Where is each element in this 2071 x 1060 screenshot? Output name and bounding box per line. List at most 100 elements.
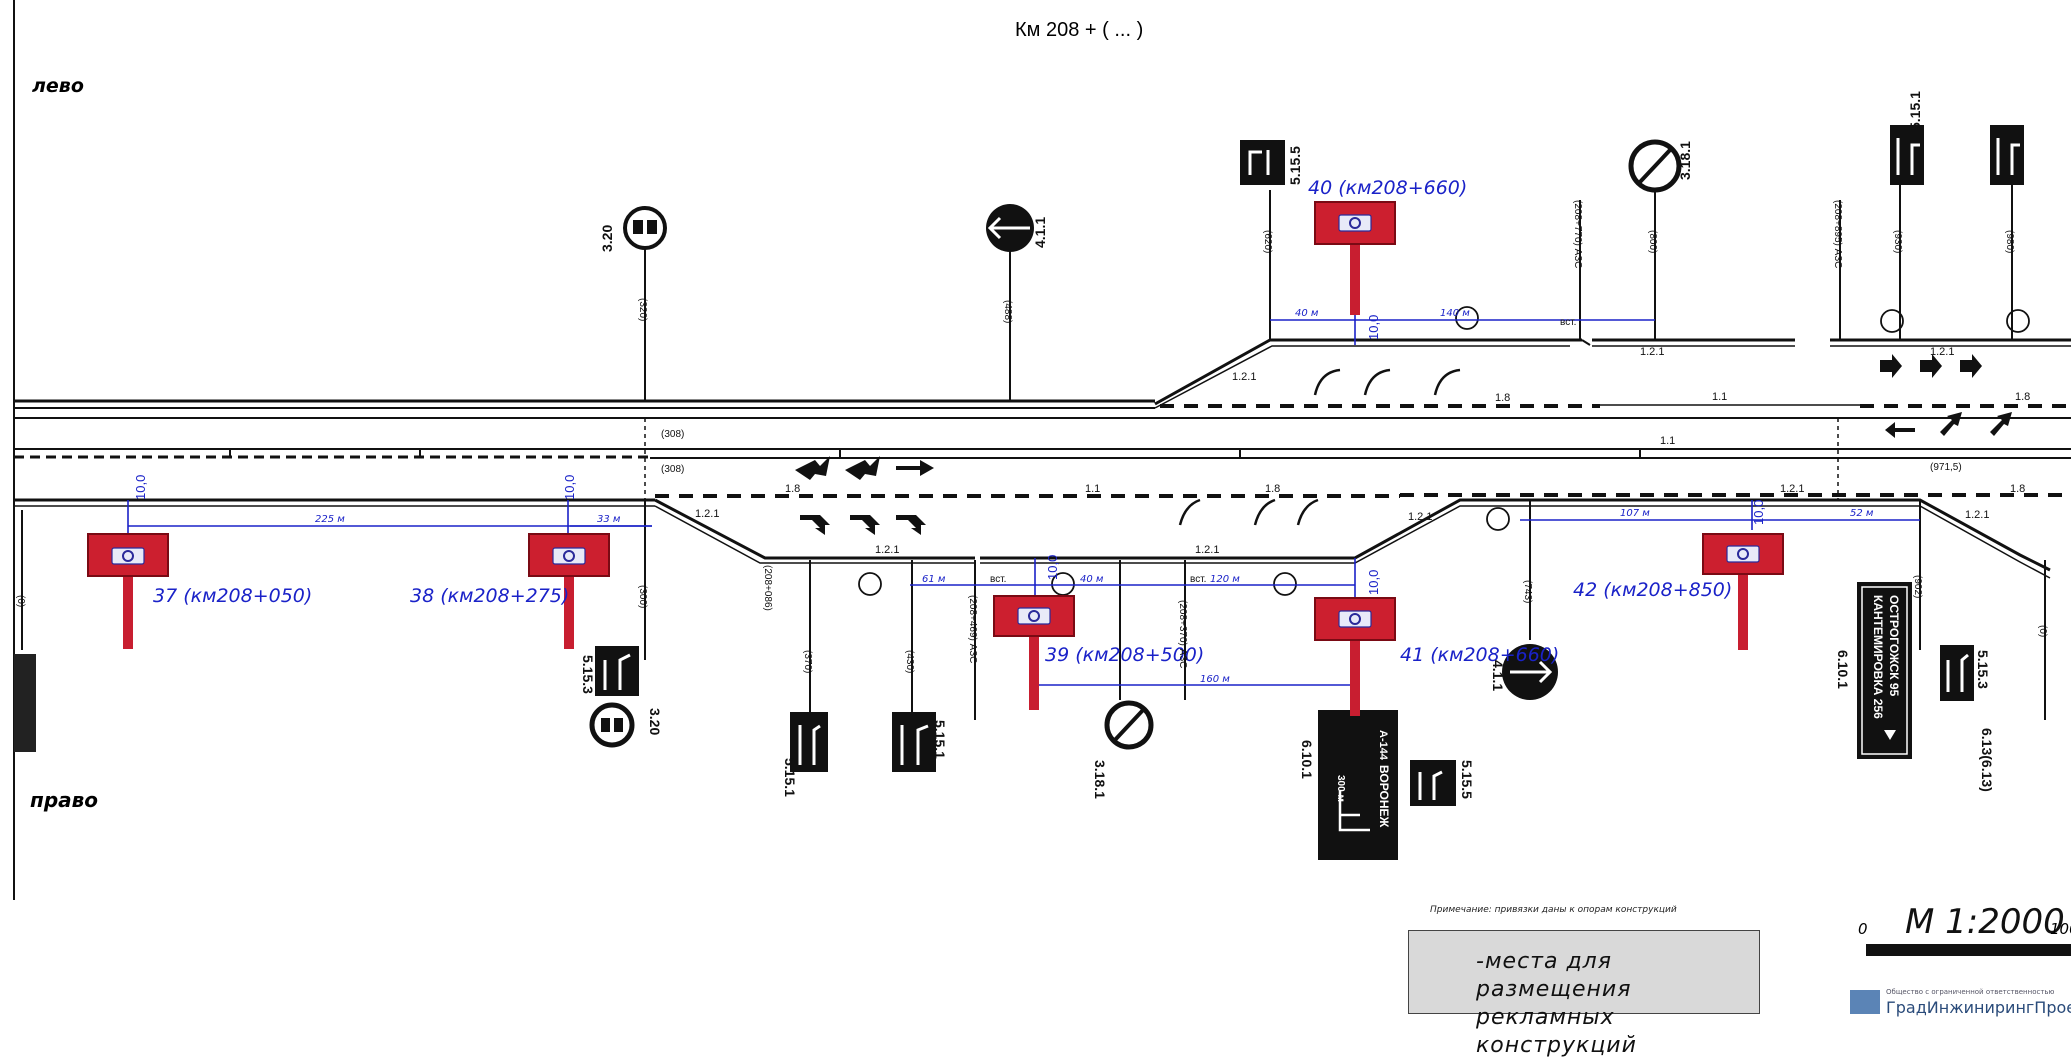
picket-label: (320) xyxy=(637,298,648,321)
lane-direction-sign-icon xyxy=(1890,125,1924,185)
straight-arrow-icon xyxy=(1885,422,1915,438)
offset-37: 10,0 xyxy=(133,475,148,500)
scale-start: 0 xyxy=(1858,920,1868,938)
lane-direction-sign-icon xyxy=(1240,140,1285,185)
lane-direction-sign-icon xyxy=(892,712,936,772)
billboard-38 xyxy=(528,533,610,649)
fuel-station-icon xyxy=(2006,309,2030,333)
legend-text: -места для размещения рекламных конструк… xyxy=(1476,948,1756,1060)
side-right-label: право xyxy=(30,788,98,812)
marking-code: 1.8 xyxy=(1495,392,1510,404)
picket-label: (308) xyxy=(661,464,684,475)
scale-label: М 1:2000 xyxy=(1905,902,2065,942)
dimension-label: 107 м xyxy=(1620,508,1650,519)
lane-direction-sign-icon xyxy=(1940,645,1974,701)
distance-sign-icon xyxy=(14,654,36,752)
offset-39: 10,0 xyxy=(1045,555,1060,580)
billboard-37 xyxy=(87,533,169,649)
billboard-42 xyxy=(1702,533,1784,650)
billboard-40 xyxy=(1314,201,1396,315)
road-lines xyxy=(14,338,2071,579)
misc-label: вст. xyxy=(1560,317,1576,328)
fuel-station-icon xyxy=(1455,306,1479,330)
company-subtitle: Общество с ограниченной ответственностью xyxy=(1886,988,2055,996)
sign-code: 3.18.1 xyxy=(1677,141,1693,180)
turn-arrow-icon xyxy=(1880,354,1902,378)
company-name: ГрадИнжинирингПроект xyxy=(1886,998,2071,1017)
marking-code: 1.2.1 xyxy=(1408,511,1432,523)
scale-end: 100 xyxy=(2050,920,2071,938)
picket-label: (488) xyxy=(1002,300,1013,323)
direction-sign-a-distance: 300 м xyxy=(1335,775,1346,802)
misc-label: вст. xyxy=(990,574,1006,585)
traffic-signs xyxy=(14,125,2030,860)
sign-code: 5.15.5 xyxy=(1287,146,1303,185)
billboard-41 xyxy=(1314,597,1396,716)
sign-code: 6.13(6.13) xyxy=(1979,728,1995,792)
turn-arrow-icon xyxy=(1940,412,1962,436)
dimension-label: 40 м xyxy=(1080,574,1104,585)
placement-label-41: 41 (км208+660) xyxy=(1400,644,1559,666)
sign-poles xyxy=(21,180,2046,720)
placement-label-38: 38 (км208+275) xyxy=(410,585,569,607)
turn-arrow-icon xyxy=(800,515,830,535)
turn-arrow-icon xyxy=(1920,354,1942,378)
picket-label: (430) xyxy=(904,650,915,673)
placement-label-39: 39 (км208+500) xyxy=(1045,644,1204,666)
sign-code: 5.15.5 xyxy=(1459,760,1475,799)
picket-label: (902) xyxy=(1912,575,1923,598)
sign-code: 5.15.3 xyxy=(580,655,596,694)
placement-label-37: 37 (км208+050) xyxy=(153,585,312,607)
offset-42: 10,0 xyxy=(1751,500,1766,525)
fuel-station-icon xyxy=(1273,572,1297,596)
picket-label: (620) xyxy=(1262,230,1273,253)
direction-sign-a-arrow-icon xyxy=(1338,790,1370,832)
no-overtaking-sign-icon xyxy=(623,206,667,250)
marking-code: 1.2.1 xyxy=(875,544,899,556)
picket-label: (0) xyxy=(15,595,26,607)
direction-sign-b-icon xyxy=(1857,582,1912,759)
fuel-station-label: (208+086) xyxy=(762,565,773,611)
turn-arrow-icon xyxy=(896,515,926,535)
fuel-station-label: (208+895) АЗС xyxy=(1832,200,1843,268)
picket-label: (930) xyxy=(1892,230,1903,253)
picket-label: (980) xyxy=(2004,230,2015,253)
legend-line-2: рекламных конструкций xyxy=(1476,1005,1637,1058)
marking-code: 1.1 xyxy=(1712,391,1727,403)
fuel-station-label: (208+770) АЗС xyxy=(1572,200,1583,268)
straight-arrow-icon xyxy=(896,460,934,476)
sign-code: 6.10.1 xyxy=(1299,740,1315,779)
picket-label: (800) xyxy=(1647,230,1658,253)
marking-code: 1.8 xyxy=(2015,391,2030,403)
marking-code: 1.2.1 xyxy=(1195,544,1219,556)
direction-sign-b-town2: КАНТЕМИРОВКА 256 xyxy=(1871,595,1885,719)
fuel-station-icon xyxy=(1486,507,1510,531)
turn-arrow-icon xyxy=(845,456,880,480)
marking-code: 1.1 xyxy=(1085,483,1100,495)
marking-code: 1.1 xyxy=(1660,435,1675,447)
fuel-station-label: (208+370) АЗС xyxy=(1177,600,1188,668)
sign-code: 5.15.1 xyxy=(1907,91,1923,130)
billboard-39 xyxy=(993,595,1075,710)
sign-code: 3.20 xyxy=(599,225,615,252)
fuel-station-icon xyxy=(1880,309,1904,333)
turn-arrow-icon xyxy=(850,515,880,535)
turn-arrow-icon xyxy=(1990,412,2012,436)
side-left-label: лево xyxy=(32,75,84,97)
lane-direction-sign-icon xyxy=(790,712,828,772)
marking-code: 1.8 xyxy=(2010,483,2025,495)
dimension-label: 120 м xyxy=(1210,574,1240,585)
scale-bar xyxy=(1866,944,2071,956)
marking-code: 1.2.1 xyxy=(1965,509,1989,521)
sign-code: 5.15.3 xyxy=(1975,650,1991,689)
direction-sign-b-town1: ОСТРОГОЖСК 95 xyxy=(1887,595,1901,697)
direction-sign-b-arrow-icon xyxy=(1884,730,1896,740)
picket-label: (0) xyxy=(2037,625,2048,637)
picket-label: (370) xyxy=(802,650,813,673)
marking-code: 1.8 xyxy=(785,483,800,495)
offset-41: 10,0 xyxy=(1366,570,1381,595)
direction-sign-a-route: А-144 xyxy=(1377,730,1389,761)
offset-40: 10,0 xyxy=(1366,315,1381,340)
legend-box xyxy=(1408,930,1760,1014)
placement-label-40: 40 (км208+660) xyxy=(1308,177,1467,199)
